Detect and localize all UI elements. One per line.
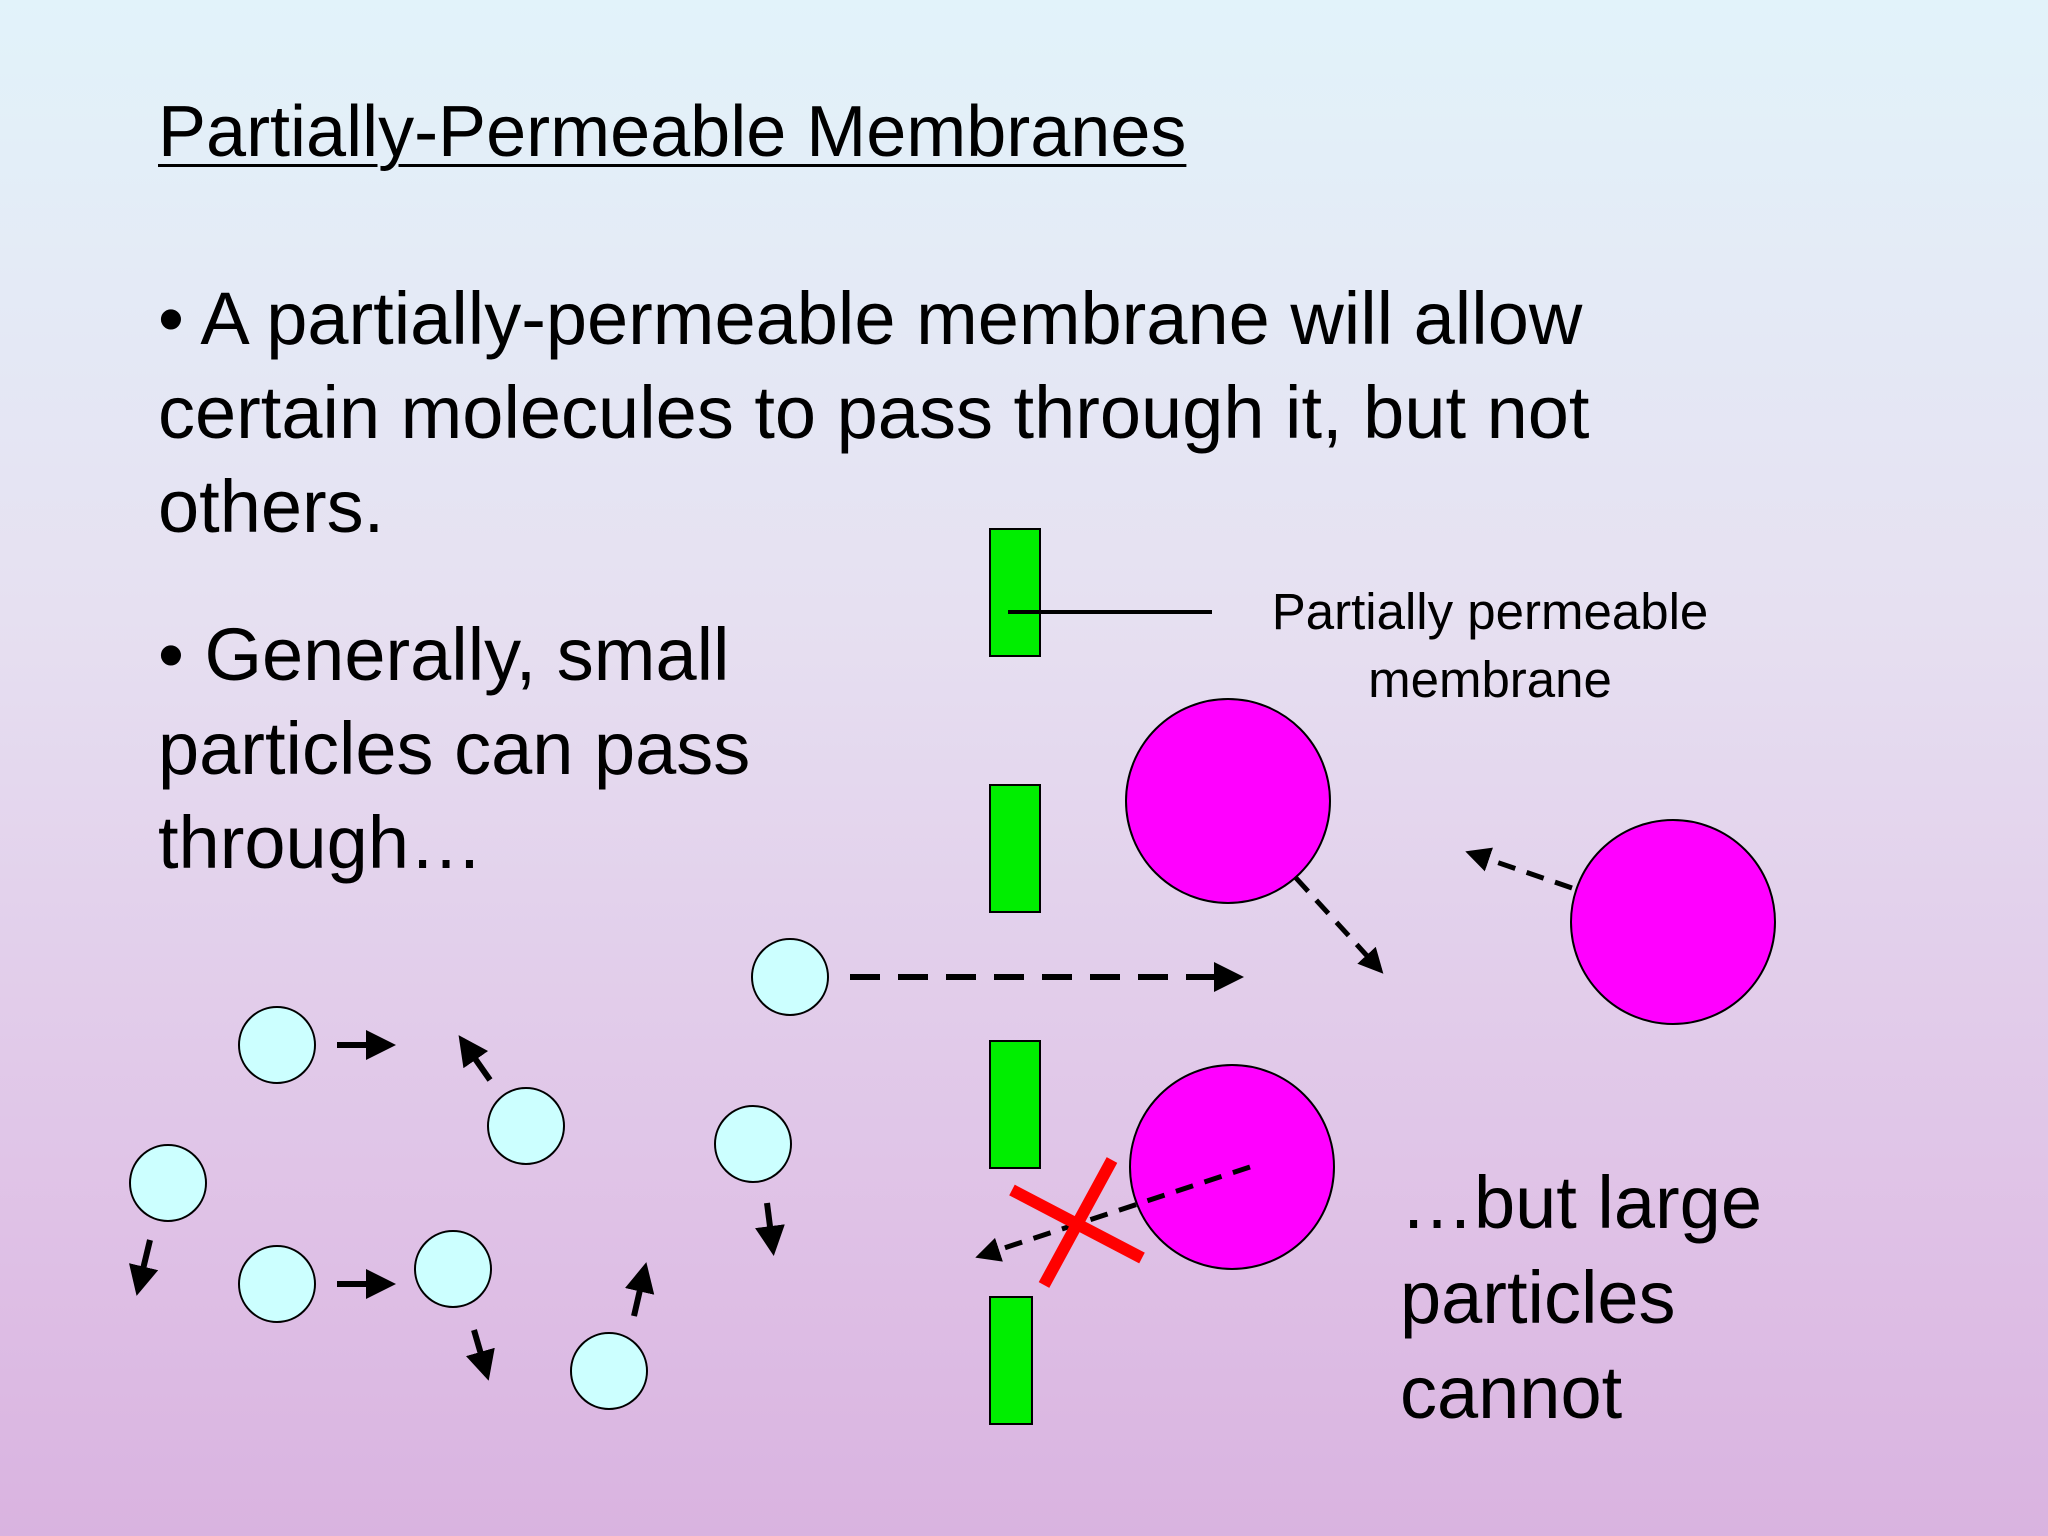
small-particle-arrows (129, 1030, 785, 1381)
membrane-segment (989, 784, 1041, 913)
large-particles (1125, 698, 1776, 1270)
motion-arrow (625, 1262, 655, 1317)
large-particles-caption: …but large particles cannot (1400, 1155, 1762, 1440)
bullet-2-line-2: particles can pass (158, 707, 751, 790)
small-particle (129, 1144, 207, 1222)
membrane-label-line-2: membrane (1368, 651, 1612, 708)
membrane-label-line-1: Partially permeable (1271, 583, 1709, 640)
large-particle (1570, 819, 1776, 1025)
membrane (989, 528, 1041, 1425)
motion-arrow (1294, 876, 1384, 974)
small-particle (487, 1087, 565, 1165)
small-particles (129, 938, 829, 1410)
bullet-point-2: • Generally, small particles can pass th… (158, 608, 858, 890)
membrane-segment (989, 1040, 1041, 1169)
small-particle (238, 1245, 316, 1323)
small-particle (238, 1006, 316, 1084)
caption-line-2: particles (1400, 1256, 1676, 1339)
bullet-1-line-2: certain molecules to pass through it, bu… (158, 371, 1590, 454)
motion-arrow (465, 1329, 495, 1381)
blocked-x-mark (1009, 1157, 1145, 1288)
bullet-2-line-3: through… (158, 801, 483, 884)
bullet-1-line-3: others. (158, 465, 385, 548)
bullet-2-line-1: • Generally, small (158, 613, 730, 696)
bullet-point-1: • A partially-permeable membrane will al… (158, 272, 1758, 554)
motion-arrow (755, 1202, 785, 1256)
membrane-label: Partially permeable membrane (1230, 578, 1750, 714)
motion-arrow (129, 1239, 159, 1296)
membrane-segment (989, 528, 1041, 657)
motion-arrow (1465, 847, 1573, 891)
caption-line-1: …but large (1400, 1161, 1762, 1244)
small-particle (751, 938, 829, 1016)
caption-line-3: cannot (1400, 1351, 1623, 1434)
large-particle (1125, 698, 1331, 904)
large-particle (1129, 1064, 1335, 1270)
small-particle (414, 1230, 492, 1308)
motion-arrow (458, 1035, 493, 1082)
small-particle (714, 1105, 792, 1183)
small-particle (570, 1332, 648, 1410)
blocked-arrow (975, 1164, 1251, 1262)
membrane-segment (989, 1296, 1033, 1425)
slide-title: Partially-Permeable Membranes (158, 92, 1187, 172)
large-particle-arrows (975, 847, 1573, 1262)
bullet-1-line-1: • A partially-permeable membrane will al… (158, 277, 1583, 360)
